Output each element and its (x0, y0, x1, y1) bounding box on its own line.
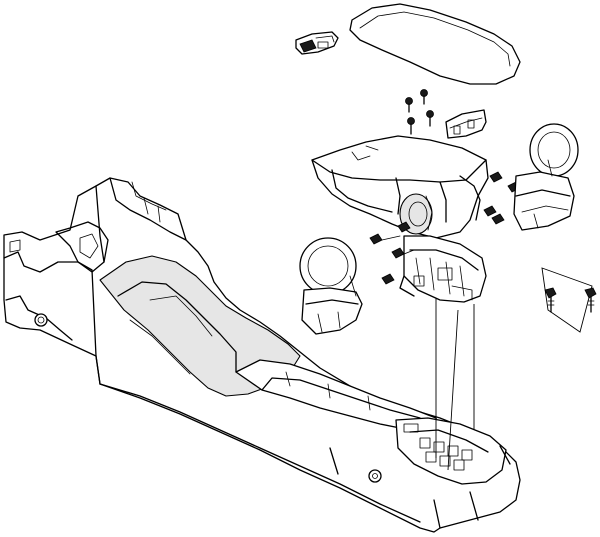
screw-icon (420, 89, 428, 105)
screw-icon (405, 97, 413, 113)
screw-icon (407, 117, 415, 135)
cupholder-insert-right (513, 123, 579, 231)
storage-bin (311, 135, 489, 239)
clip-icon (491, 213, 505, 225)
hinge-plate (445, 109, 487, 139)
bracket-assembly (399, 235, 487, 303)
alignment-lines (435, 298, 475, 471)
clip-icon (391, 247, 405, 259)
clip-icon (483, 205, 497, 217)
latch-button (295, 31, 339, 55)
armrest-lid (349, 3, 521, 85)
bolt-icon (584, 287, 597, 313)
console-screw-hole (368, 469, 382, 483)
clip-icon (381, 273, 395, 285)
clip-icon (489, 171, 503, 183)
floor-console-base (3, 177, 521, 533)
clip-icon (369, 233, 383, 245)
console-grid-detail (403, 423, 473, 471)
screw-icon (426, 110, 434, 127)
clip-icon (397, 221, 411, 233)
bolt-icon (544, 287, 557, 313)
mounting-bolts (541, 267, 597, 333)
lid-screws (405, 89, 434, 135)
cupholder-insert-left (299, 237, 363, 335)
